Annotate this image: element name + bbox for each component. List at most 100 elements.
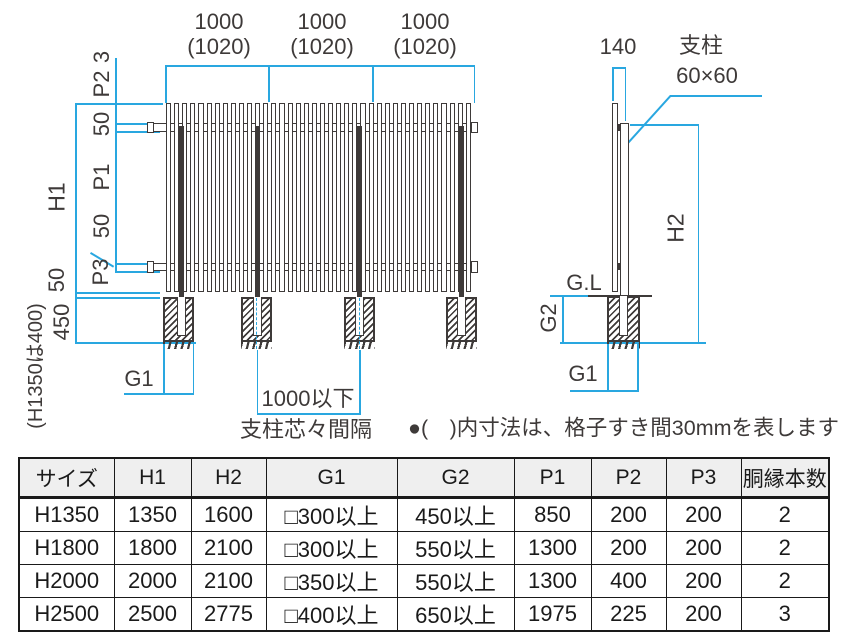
dim-tick (372, 65, 374, 102)
dim-tick (75, 342, 196, 344)
picket (166, 103, 172, 292)
table-cell: □300以上 (265, 531, 398, 565)
picket (271, 103, 277, 292)
ground-line (588, 294, 652, 297)
post-centerline (358, 298, 360, 349)
picket (287, 103, 293, 292)
picket (344, 103, 350, 292)
dim-tick (256, 350, 258, 413)
gap-note: ●( )内寸法は、格子すき間30mmを表します (408, 416, 840, 440)
dim-tick (115, 271, 160, 273)
dim-tick (473, 65, 475, 103)
dim-tick (115, 263, 160, 265)
picket (206, 103, 212, 292)
post (255, 126, 260, 337)
table-cell: 200 (665, 531, 742, 565)
picket (449, 103, 455, 292)
footing-slot (457, 297, 466, 336)
post (178, 126, 184, 337)
dim-line-post-spacing (256, 413, 361, 415)
table-cell: □400以上 (265, 597, 398, 632)
gravel-base (163, 342, 194, 349)
table-cell: 1300 (513, 564, 592, 598)
table-cell: 2 (740, 497, 830, 532)
table-cell: 2 (740, 564, 830, 598)
col-header-h2: H2 (190, 457, 267, 499)
rail-stub (617, 263, 621, 270)
picket (328, 103, 334, 292)
picket (392, 103, 398, 292)
bottom-rail-cap (471, 261, 478, 273)
picket (465, 103, 471, 292)
dim-tick (550, 295, 588, 297)
table-cell: 1800 (113, 531, 192, 565)
dim-line-h2 (697, 124, 699, 342)
table-cell: 2775 (190, 597, 267, 632)
dim-tick (637, 344, 639, 390)
table-cell: 200 (665, 597, 742, 632)
col-header-g1: G1 (265, 457, 398, 499)
top-rail-cap (471, 121, 478, 133)
picket (409, 103, 415, 292)
bay-dim-paren: (1020) (393, 34, 457, 59)
footing-slot (176, 297, 186, 336)
picket (441, 103, 447, 292)
post-spacing-caption: 支柱芯々間隔 (239, 417, 373, 442)
dim-tick (165, 65, 167, 103)
dim-tick (268, 65, 270, 102)
picket (198, 103, 204, 292)
footing-slot (618, 296, 628, 336)
col-header-size: サイズ (18, 457, 115, 499)
table-cell: H2500 (18, 597, 115, 632)
rail-stub (617, 124, 621, 131)
picket (384, 103, 390, 292)
picket (400, 103, 407, 292)
picket (263, 103, 269, 292)
picket (336, 103, 342, 292)
table-cell: □300以上 (265, 497, 398, 532)
bay-dim-value: 1000 (194, 9, 244, 34)
table-cell: H1350 (18, 497, 115, 532)
dim-tick (612, 67, 614, 101)
picket (425, 103, 431, 292)
picket (352, 103, 358, 292)
picket (368, 103, 374, 292)
dim-g1: G1 (124, 366, 154, 391)
dim-tick (607, 344, 609, 390)
dim-tick (192, 344, 194, 393)
dim-tick (163, 344, 165, 393)
table-cell: 1975 (513, 597, 592, 632)
picket (247, 103, 253, 292)
table-cell: 2500 (113, 597, 192, 632)
ground-label: G.L (566, 270, 602, 295)
picket (303, 103, 309, 292)
table-cell: 200 (590, 531, 667, 565)
dim-depth: 140 (599, 34, 637, 59)
dim-tick (359, 350, 361, 413)
callout-leader (670, 95, 762, 97)
post (357, 126, 362, 337)
table-cell: 550以上 (396, 531, 515, 565)
table-cell: 200 (590, 497, 667, 532)
table-cell: H1800 (18, 531, 115, 565)
table-cell: 2100 (190, 531, 267, 565)
dim-tick (115, 131, 160, 133)
dim-line-g2 (562, 295, 564, 342)
picket (319, 103, 326, 292)
picket (238, 103, 245, 292)
dim-line-depth (612, 67, 626, 69)
picket (222, 103, 228, 292)
table-cell: □350以上 (265, 564, 398, 598)
picket (214, 103, 220, 292)
dim-line-g1 (124, 393, 194, 395)
picket (311, 103, 317, 292)
dim-tick (630, 124, 699, 126)
table-cell: 200 (665, 497, 742, 532)
picket (433, 103, 439, 292)
picket (279, 103, 285, 292)
